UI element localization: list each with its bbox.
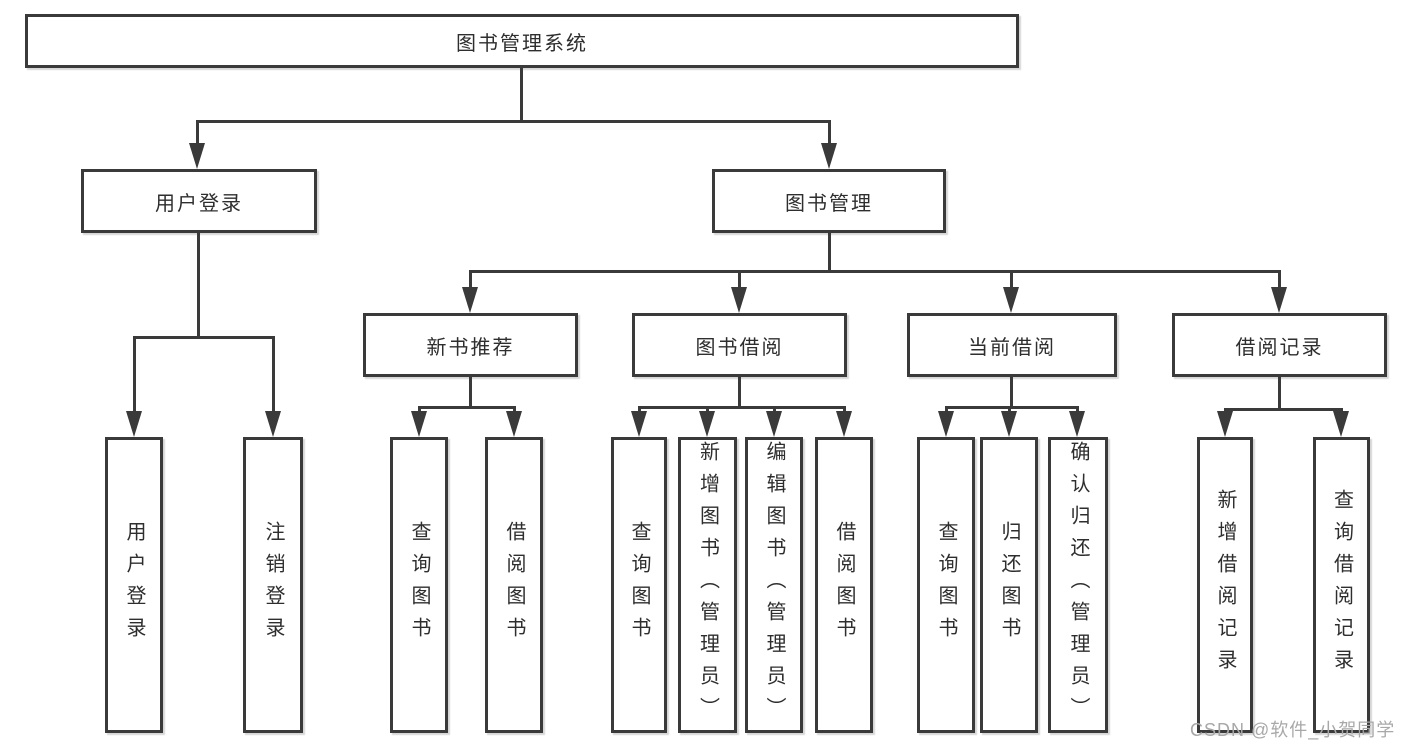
connector-line [469, 270, 472, 290]
connector-line [469, 377, 472, 408]
arrowhead-down-icon [1003, 287, 1019, 313]
leaf-newbook-borrow: 借阅图书 [485, 437, 543, 733]
connector-line [1010, 377, 1013, 408]
arrowhead-down-icon [462, 287, 478, 313]
connector-line [1008, 406, 1011, 415]
connector-line [945, 406, 1079, 409]
arrowhead-down-icon [766, 411, 782, 437]
leaf-logout-label: 注销登录 [262, 521, 284, 649]
connector-line [738, 270, 741, 290]
connector-line [520, 68, 523, 120]
arrowhead-down-icon [1001, 411, 1017, 437]
arrowhead-down-icon [1333, 411, 1349, 437]
leaf-borrow-edit-admin: 编辑图书（管理员） [745, 437, 803, 733]
connector-line [133, 336, 275, 339]
node-book-borrow-label: 图书借阅 [695, 336, 784, 359]
leaf-borrow-query: 查询图书 [611, 437, 667, 733]
leaf-borrow-book: 借阅图书 [815, 437, 873, 733]
leaf-borrow-query-label: 查询图书 [628, 521, 650, 649]
leaf-record-add-label: 新增借阅记录 [1214, 489, 1236, 681]
arrowhead-down-icon [265, 411, 281, 437]
node-book-management-label: 图书管理 [785, 192, 873, 215]
connector-line [945, 406, 948, 415]
leaf-current-return-label: 归还图书 [998, 521, 1020, 649]
node-user-login: 用户登录 [81, 169, 317, 233]
connector-line [773, 406, 776, 415]
connector-line [197, 233, 200, 337]
connector-line [843, 406, 846, 415]
connector-line [1076, 406, 1079, 415]
connector-line [418, 406, 421, 415]
arrowhead-down-icon [699, 411, 715, 437]
leaf-current-return: 归还图书 [980, 437, 1038, 733]
leaf-record-add: 新增借阅记录 [1197, 437, 1253, 733]
leaf-logout: 注销登录 [243, 437, 303, 733]
node-root: 图书管理系统 [25, 14, 1019, 68]
leaf-user-login-label: 用户登录 [123, 521, 145, 649]
node-current-borrow: 当前借阅 [907, 313, 1117, 377]
connector-line [1010, 270, 1013, 290]
connector-line [469, 270, 1281, 273]
leaf-borrow-book-label: 借阅图书 [833, 521, 855, 649]
arrowhead-down-icon [411, 411, 427, 437]
connector-line [513, 406, 516, 415]
arrowhead-down-icon [506, 411, 522, 437]
leaf-newbook-borrow-label: 借阅图书 [503, 521, 525, 649]
connector-line [272, 336, 275, 414]
connector-line [638, 406, 641, 415]
connector-line [196, 120, 199, 146]
node-book-management: 图书管理 [712, 169, 946, 233]
leaf-newbook-query: 查询图书 [390, 437, 448, 733]
connector-line [1278, 270, 1281, 290]
node-user-login-label: 用户登录 [155, 192, 243, 215]
connector-line [418, 406, 516, 409]
leaf-current-confirm-admin-label: 确认归还（管理员） [1067, 441, 1089, 729]
arrowhead-down-icon [836, 411, 852, 437]
connector-line [706, 406, 709, 415]
node-book-borrow: 图书借阅 [632, 313, 847, 377]
leaf-current-query: 查询图书 [917, 437, 975, 733]
connector-line [197, 120, 831, 123]
leaf-borrow-add-admin: 新增图书（管理员） [678, 437, 737, 733]
leaf-record-query-label: 查询借阅记录 [1330, 489, 1353, 681]
leaf-current-query-label: 查询图书 [935, 521, 957, 649]
arrowhead-down-icon [731, 287, 747, 313]
connector-line [1278, 377, 1281, 410]
arrowhead-down-icon [821, 143, 837, 169]
arrowhead-down-icon [1271, 287, 1287, 313]
connector-line [828, 120, 831, 146]
arrowhead-down-icon [938, 411, 954, 437]
arrowhead-down-icon [631, 411, 647, 437]
node-borrow-records-label: 借阅记录 [1235, 336, 1324, 359]
leaf-borrow-edit-admin-label: 编辑图书（管理员） [763, 441, 785, 729]
node-new-book-recommend: 新书推荐 [363, 313, 578, 377]
node-new-book-recommend-label: 新书推荐 [426, 336, 515, 359]
node-root-label: 图书管理系统 [456, 32, 588, 55]
node-borrow-records: 借阅记录 [1172, 313, 1387, 377]
arrowhead-down-icon [1217, 411, 1233, 437]
connector-line [133, 336, 136, 414]
arrowhead-down-icon [189, 143, 205, 169]
arrowhead-down-icon [1069, 411, 1085, 437]
connector-line [738, 377, 741, 408]
leaf-current-confirm-admin: 确认归还（管理员） [1048, 437, 1108, 733]
leaf-user-login: 用户登录 [105, 437, 163, 733]
connector-line [638, 406, 846, 409]
arrowhead-down-icon [126, 411, 142, 437]
leaf-newbook-query-label: 查询图书 [408, 521, 430, 649]
connector-line [828, 233, 831, 272]
leaf-borrow-add-admin-label: 新增图书（管理员） [696, 441, 719, 729]
csdn-watermark: CSDN @软件_小贺同学 [1190, 720, 1396, 740]
leaf-record-query: 查询借阅记录 [1313, 437, 1370, 733]
node-current-borrow-label: 当前借阅 [968, 336, 1056, 359]
connector-line [1224, 408, 1343, 411]
